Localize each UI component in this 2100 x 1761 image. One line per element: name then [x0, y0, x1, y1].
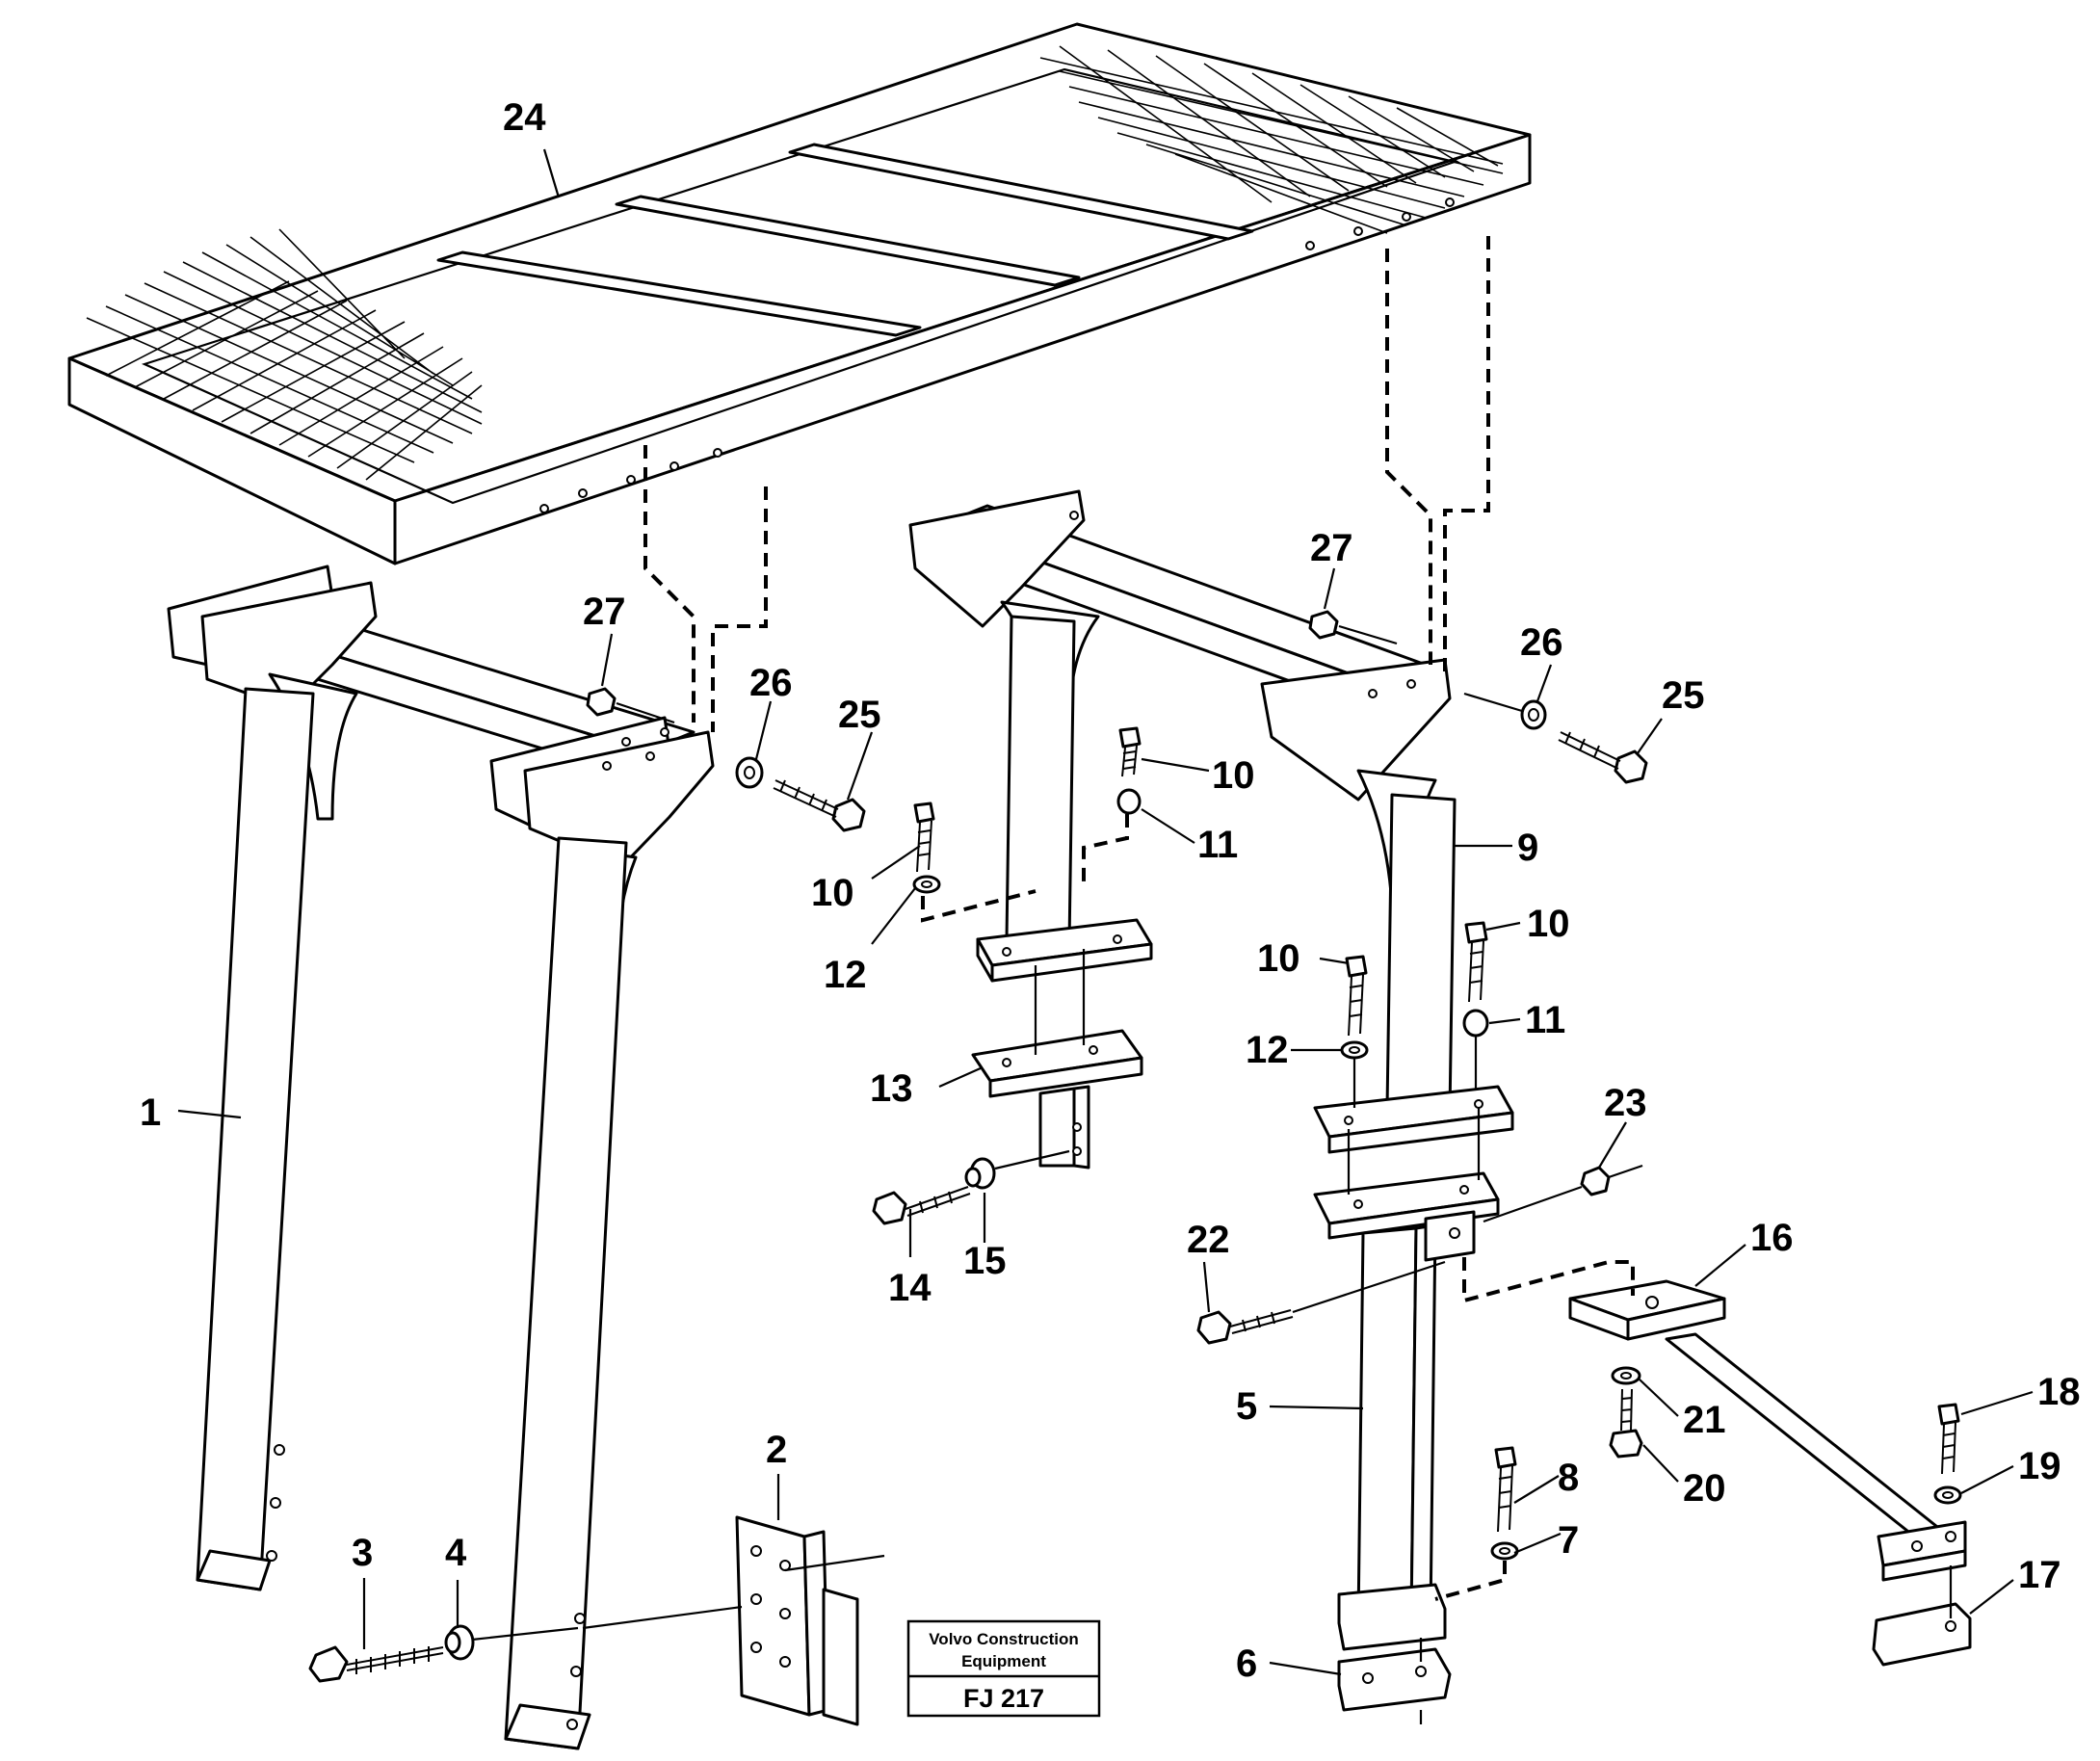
stamp-code: FJ 217 — [963, 1684, 1044, 1713]
callout-10-d: 10 — [1527, 903, 1570, 945]
foot-plate-6 — [1337, 1583, 1452, 1724]
callout-8: 8 — [1558, 1457, 1579, 1499]
callout-10-c: 10 — [1257, 937, 1300, 980]
callout-21: 21 — [1683, 1399, 1726, 1441]
spacer-15 — [964, 1149, 1070, 1190]
callout-labels: 1 2 3 4 5 6 7 8 9 10 10 10 10 11 11 12 1… — [140, 96, 2081, 1685]
nut-27-left — [586, 687, 675, 724]
bolt-10-a — [1118, 726, 1142, 777]
bolt-18 — [1937, 1403, 1960, 1475]
bolt-25-right — [1558, 731, 1648, 784]
middle-frame-9 — [908, 489, 1514, 1154]
callout-19: 19 — [2018, 1445, 2061, 1487]
bolt-8 — [1494, 1446, 1517, 1533]
spacer-11-b — [1462, 1009, 1489, 1089]
washer-26-left — [735, 756, 764, 789]
link-16-to-5 — [1462, 1257, 1635, 1303]
link-24-to-1 — [643, 445, 768, 732]
callout-leaders — [177, 148, 2034, 1676]
bolt-10-c — [1345, 955, 1368, 1037]
mesh-left — [86, 228, 483, 481]
grating-platform-24 — [67, 22, 1532, 565]
callout-7: 7 — [1558, 1519, 1579, 1562]
link-24-to-9 — [1385, 236, 1490, 674]
bolt-14 — [872, 1186, 971, 1225]
callout-10-a: 10 — [1212, 754, 1255, 797]
callout-6: 6 — [1236, 1643, 1257, 1685]
nut-23 — [1483, 1164, 1643, 1223]
washer-19 — [1933, 1485, 1962, 1505]
callout-26-a: 26 — [749, 662, 793, 704]
callout-15: 15 — [963, 1240, 1007, 1282]
callout-22: 22 — [1187, 1219, 1230, 1261]
callout-26-b: 26 — [1520, 621, 1563, 664]
washer-12-b — [1340, 1040, 1369, 1108]
washer-7 — [1490, 1541, 1519, 1561]
bolt-10-d — [1464, 921, 1488, 1003]
callout-16: 16 — [1750, 1217, 1794, 1259]
nut-27-right — [1308, 610, 1523, 713]
bolt-20 — [1609, 1388, 1643, 1459]
callout-9: 9 — [1517, 827, 1538, 869]
brace-16 — [1568, 1279, 1967, 1582]
callout-3: 3 — [352, 1532, 373, 1574]
bolt-3 — [308, 1645, 444, 1683]
washer-26-right — [1520, 699, 1547, 730]
link-7-to-5 — [1434, 1561, 1507, 1601]
callout-2: 2 — [766, 1429, 787, 1471]
callout-5: 5 — [1236, 1385, 1257, 1428]
callout-11-b: 11 — [1525, 999, 1565, 1041]
callout-18: 18 — [2037, 1371, 2081, 1413]
callout-25-b: 25 — [1662, 674, 1705, 717]
callout-1: 1 — [140, 1091, 161, 1134]
callout-12-a: 12 — [824, 954, 867, 996]
spacer-4 — [444, 1624, 475, 1661]
washer-21 — [1611, 1366, 1641, 1385]
callout-23: 23 — [1604, 1082, 1647, 1124]
link-11a — [1082, 814, 1129, 886]
callout-24: 24 — [503, 96, 546, 139]
mount-plate-13 — [971, 949, 1143, 1170]
callout-11-a: 11 — [1197, 824, 1238, 866]
callout-12-b: 12 — [1246, 1029, 1289, 1071]
callout-20: 20 — [1683, 1467, 1726, 1510]
link-12a — [921, 889, 1037, 923]
callout-10-b: 10 — [811, 872, 854, 914]
callout-4: 4 — [445, 1532, 467, 1574]
bolt-25-left — [773, 779, 866, 832]
pad-17 — [1872, 1565, 1972, 1667]
bracket-2 — [735, 1515, 885, 1726]
left-frame-1 — [167, 565, 715, 1750]
stamp-company-line1: Volvo Construction — [929, 1630, 1079, 1648]
lower-post-5 — [1313, 1108, 1500, 1625]
stamp-box: Volvo Construction Equipment FJ 217 — [906, 1619, 1101, 1718]
washer-12-a — [912, 875, 941, 894]
callout-25-a: 25 — [838, 694, 881, 736]
spacer-11-a — [1116, 788, 1142, 815]
stamp-company-line2: Equipment — [961, 1652, 1046, 1670]
bolt-22 — [1196, 1260, 1446, 1345]
callout-27-b: 27 — [1310, 527, 1353, 569]
bolt-10-b — [913, 802, 935, 873]
callout-13: 13 — [870, 1067, 913, 1110]
callout-14: 14 — [888, 1267, 932, 1309]
callout-27-a: 27 — [583, 591, 626, 633]
mesh-right — [1039, 45, 1504, 234]
callout-17: 17 — [2018, 1554, 2061, 1596]
